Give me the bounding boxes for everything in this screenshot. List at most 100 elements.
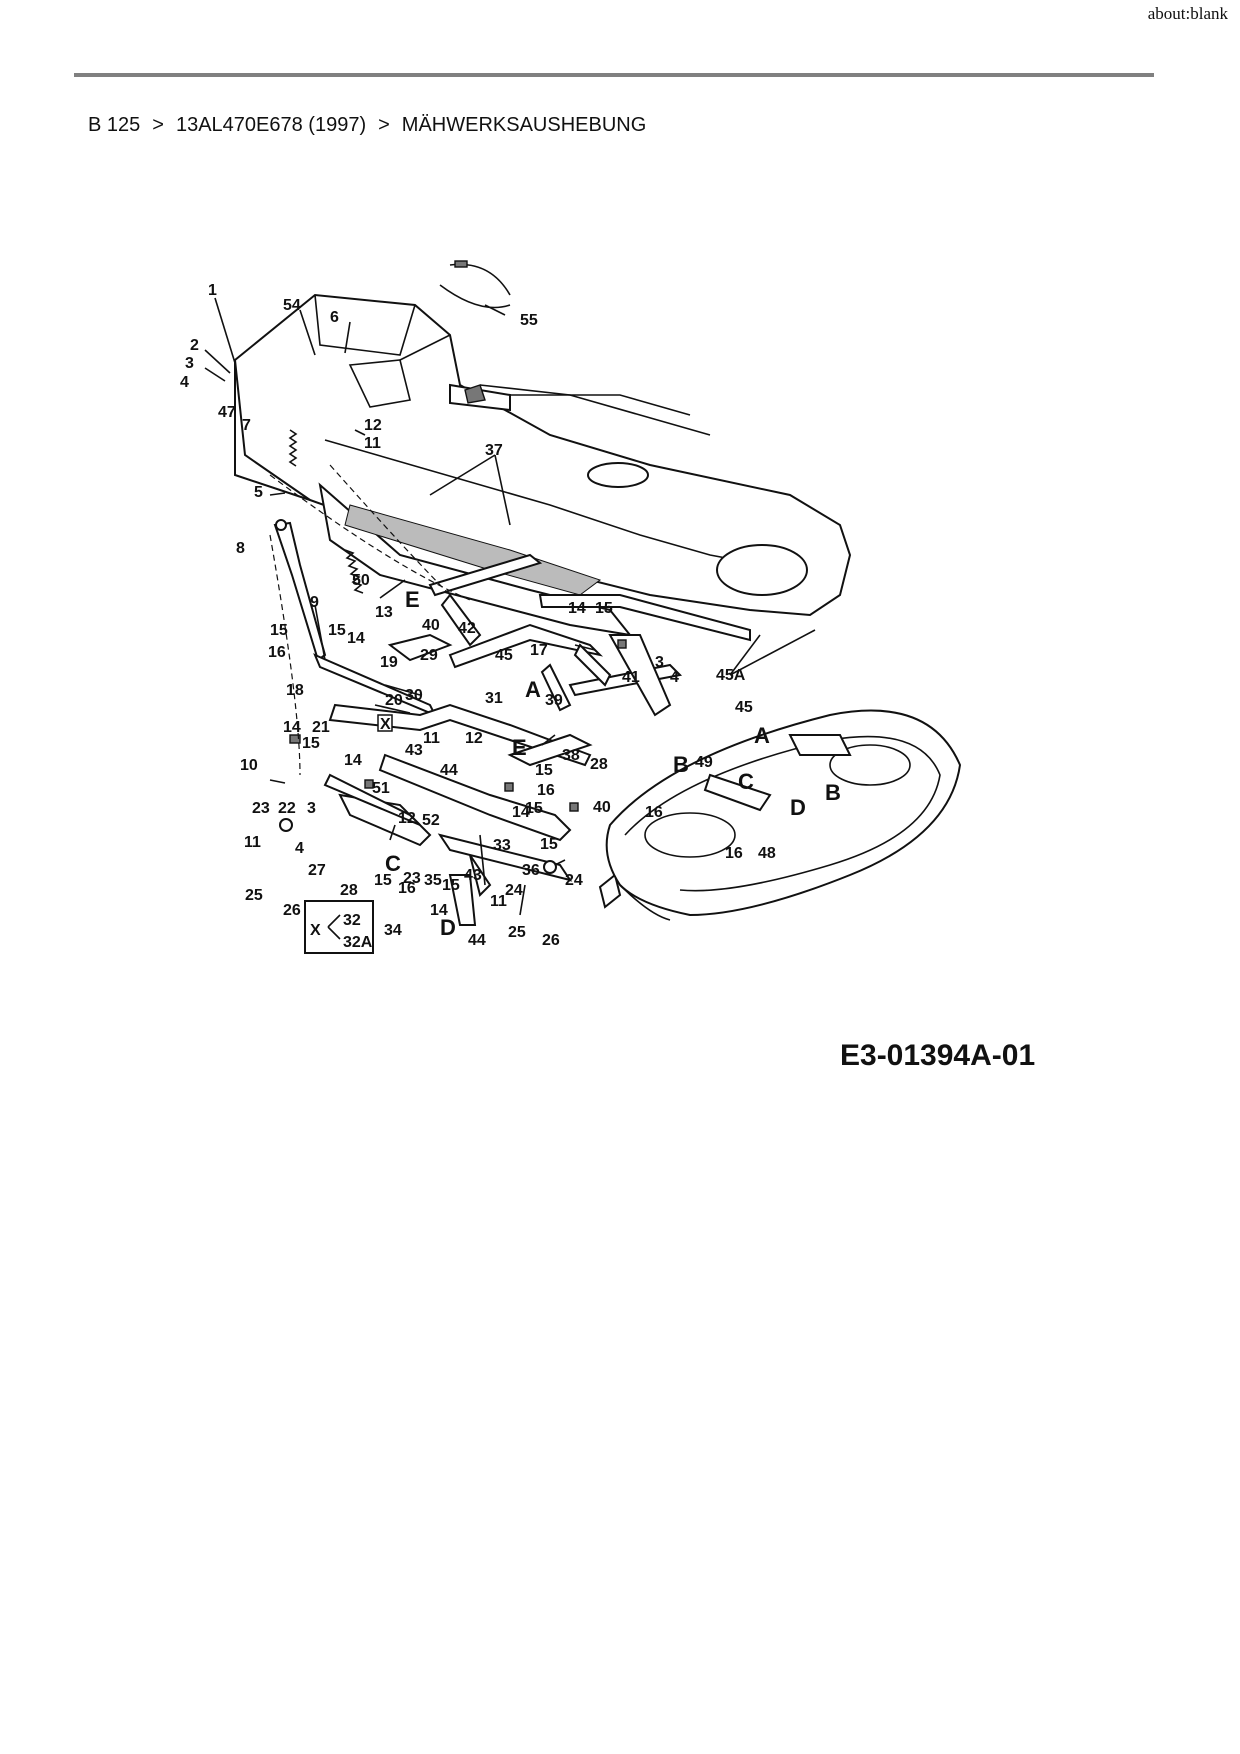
callout-label: 11	[490, 893, 507, 910]
callout-label: 15	[535, 762, 553, 779]
callout-label: 16	[645, 804, 663, 821]
callout-label: 15	[595, 600, 613, 617]
callout-label: 3	[185, 355, 194, 372]
callout-label: 2	[190, 337, 199, 354]
callout-label: 24	[505, 882, 523, 899]
callout-label: 4	[180, 374, 189, 391]
header-divider	[74, 73, 1154, 77]
callout-label: 26	[542, 932, 560, 949]
callout-label: 12	[398, 810, 416, 827]
callout-label: 47	[218, 404, 236, 421]
callout-label: 36	[522, 862, 540, 879]
callout-label: 5	[254, 484, 263, 501]
callout-label: 17	[530, 642, 548, 659]
callout-label: 33	[493, 837, 511, 854]
legend-option: 32	[343, 912, 361, 929]
breadcrumb-item-variant[interactable]: 13AL470E678 (1997)	[175, 114, 367, 136]
breadcrumb-separator: >	[378, 114, 390, 136]
callout-label: 45	[495, 647, 513, 664]
callout-label: 1	[208, 282, 217, 299]
callout-label: 13	[375, 604, 393, 621]
callout-label: 50	[352, 572, 370, 589]
callout-label: 14	[283, 719, 301, 736]
callout-label: 55	[520, 312, 538, 329]
mower-deck	[605, 709, 962, 921]
callout-label: 23	[403, 870, 421, 887]
callout-label: A	[754, 723, 770, 748]
boxed-x-marker	[377, 714, 393, 732]
callout-label: 37	[485, 442, 503, 459]
callout-label: 14	[347, 630, 365, 647]
callout-label: C	[385, 851, 401, 876]
callout-label: 31	[485, 690, 503, 707]
callout-label: 27	[308, 862, 326, 879]
breadcrumb: B 125>13AL470E678 (1997)>MÄHWERKSAUSHEBU…	[88, 114, 646, 137]
drawing-code: E3-01394A-01	[840, 1039, 1035, 1072]
breadcrumb-item-section: MÄHWERKSAUSHEBUNG	[401, 114, 647, 136]
callout-label: 19	[380, 654, 398, 671]
callout-label: 10	[240, 757, 258, 774]
callout-label: 43	[464, 867, 482, 884]
callout-label: 16	[398, 880, 416, 897]
callout-label: 38	[562, 747, 580, 764]
callout-label: 6	[330, 309, 339, 326]
callout-label: 15	[302, 735, 320, 752]
callout-label: B	[825, 780, 841, 805]
callout-label: 41	[622, 669, 640, 686]
callout-label: 52	[422, 812, 440, 829]
callout-label: A	[525, 677, 541, 702]
callout-label: 22	[278, 800, 296, 817]
callout-label: 14	[512, 804, 530, 821]
callout-label: 20	[385, 692, 403, 709]
callout-label: 42	[458, 620, 476, 637]
callout-label: 30	[405, 687, 423, 704]
parts-diagram-drawing: 1234477554655121137850E91513161415404214…	[180, 260, 1035, 1072]
callout-label: 24	[565, 872, 583, 889]
callout-label: 7	[242, 417, 251, 434]
callout-label: 16	[537, 782, 555, 799]
callout-label: 45	[735, 699, 753, 716]
callout-label: 48	[758, 845, 776, 862]
callout-label: 11	[244, 834, 261, 851]
callout-label: 15	[374, 872, 392, 889]
callout-label: 11	[423, 730, 440, 747]
callout-label: 25	[245, 887, 263, 904]
callout-label: D	[440, 915, 456, 940]
breadcrumb-item-model[interactable]: B 125	[88, 114, 141, 136]
callout-label: 14	[568, 600, 586, 617]
callout-label: 15	[442, 877, 460, 894]
callout-label: 40	[593, 799, 611, 816]
callout-label: 14	[430, 902, 448, 919]
callout-label: 15	[328, 622, 346, 639]
callout-label: 15	[270, 622, 288, 639]
callout-label: 8	[236, 540, 245, 557]
callout-label: B	[673, 752, 689, 777]
callout-label: 54	[283, 297, 301, 314]
callout-label: D	[790, 795, 806, 820]
clamp-ring	[439, 260, 511, 309]
legend-option: 32A	[343, 934, 373, 951]
callout-label: 16	[268, 644, 286, 661]
legend-box	[304, 900, 374, 954]
callout-label: 44	[440, 762, 458, 779]
callout-label: 39	[545, 692, 563, 709]
lift-springs	[273, 429, 364, 662]
callout-label: 12	[465, 730, 483, 747]
callout-label: E	[405, 587, 420, 612]
callout-label: 45A	[716, 667, 746, 684]
callout-label: 26	[283, 902, 301, 919]
url-label: about:blank	[1147, 4, 1228, 23]
callout-label: 34	[384, 922, 402, 939]
legend-marker: X	[310, 922, 321, 939]
callout-label: 28	[340, 882, 358, 899]
callout-label: 15	[525, 800, 543, 817]
callout-label: 4	[670, 669, 679, 686]
body-frame	[234, 293, 852, 637]
callout-label: 3	[655, 654, 664, 671]
callout-label: 12	[364, 417, 382, 434]
callout-label: 29	[420, 647, 438, 664]
callout-label: E	[512, 735, 527, 760]
callout-label: 25	[508, 924, 526, 941]
